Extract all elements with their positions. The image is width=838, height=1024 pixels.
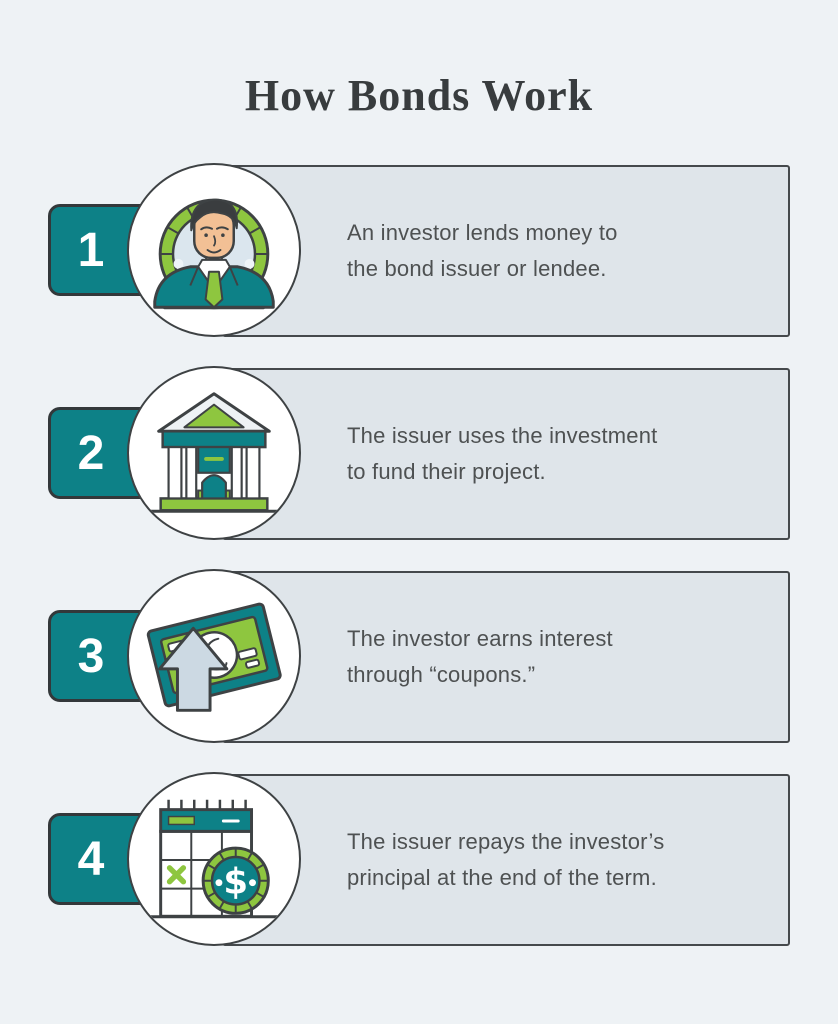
- step-row-3: The investor earns interest through “cou…: [0, 569, 838, 777]
- step-3-number: 3: [77, 629, 105, 683]
- step-1-description: An investor lends money to the bond issu…: [347, 220, 618, 281]
- step-2-number: 2: [77, 426, 105, 480]
- step-2-icon-circle: [127, 366, 301, 540]
- calendar-coin-icon: $: [145, 799, 283, 919]
- step-2-card: The issuer uses the investment to fund t…: [222, 368, 790, 540]
- step-4-icon-circle: $: [127, 772, 301, 946]
- step-row-1: An investor lends money to the bond issu…: [0, 163, 838, 371]
- step-1-icon-circle: [127, 163, 301, 337]
- step-row-2: The issuer uses the investment to fund t…: [0, 366, 838, 574]
- page-title: How Bonds Work: [244, 71, 594, 120]
- step-3-icon-circle: [127, 569, 301, 743]
- step-1-card: An investor lends money to the bond issu…: [222, 165, 790, 337]
- step-1-number: 1: [77, 223, 105, 277]
- step-3-card: The investor earns interest through “cou…: [222, 571, 790, 743]
- bank-icon: [147, 392, 281, 513]
- investor-icon: [153, 198, 275, 310]
- step-4-description: The issuer repays the investor’s princip…: [347, 829, 665, 890]
- step-3-description: The investor earns interest through “cou…: [347, 626, 613, 687]
- svg-text:$: $: [223, 862, 248, 903]
- step-2-description: The issuer uses the investment to fund t…: [347, 423, 658, 484]
- step-row-4: The issuer repays the investor’s princip…: [0, 772, 838, 980]
- money-coupon-icon: [146, 602, 282, 712]
- step-4-card: The issuer repays the investor’s princip…: [222, 774, 790, 946]
- step-4-number: 4: [77, 832, 105, 886]
